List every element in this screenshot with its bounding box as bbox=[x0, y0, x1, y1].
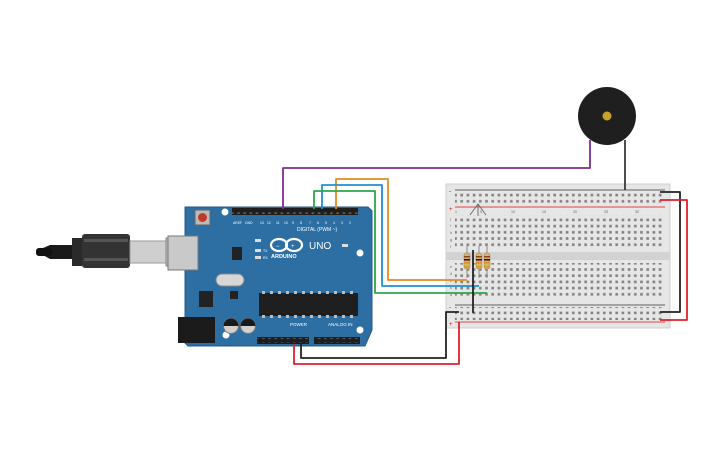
svg-text:h: h bbox=[450, 231, 452, 235]
svg-text:b: b bbox=[450, 286, 452, 290]
wire-green[interactable] bbox=[313, 190, 487, 294]
svg-text:13: 13 bbox=[260, 221, 264, 225]
rail-minus-label: - bbox=[449, 305, 451, 311]
svg-text:4: 4 bbox=[333, 221, 335, 225]
svg-text:25: 25 bbox=[604, 210, 608, 214]
svg-text:1: 1 bbox=[455, 210, 457, 214]
svg-text:30: 30 bbox=[635, 210, 639, 214]
wire-red-5v[interactable] bbox=[293, 322, 460, 365]
wire-black-rail[interactable] bbox=[660, 191, 681, 313]
svg-text:e: e bbox=[450, 265, 452, 269]
usb-chip bbox=[232, 247, 242, 260]
rail-minus-label: - bbox=[449, 189, 451, 195]
reset-button[interactable] bbox=[194, 209, 211, 226]
svg-text:11: 11 bbox=[276, 221, 280, 225]
atmega-chip bbox=[259, 293, 358, 316]
rail-plus-label: + bbox=[449, 207, 453, 213]
svg-text:GND: GND bbox=[245, 221, 253, 225]
wire-blue[interactable] bbox=[321, 184, 479, 287]
svg-text:9: 9 bbox=[292, 221, 294, 225]
rail-plus-label: + bbox=[449, 322, 453, 328]
svg-text:c: c bbox=[450, 279, 452, 283]
svg-text:10: 10 bbox=[284, 221, 288, 225]
power-label: POWER bbox=[290, 322, 308, 327]
resistor[interactable] bbox=[483, 246, 491, 278]
mount-hole bbox=[356, 326, 364, 334]
usb-jack bbox=[167, 235, 199, 271]
svg-text:6: 6 bbox=[317, 221, 319, 225]
mount-hole bbox=[356, 249, 364, 257]
led-rx bbox=[255, 256, 261, 259]
breadboard[interactable]: - + - + j i h g f e d c b a 1 5 10 15 20… bbox=[445, 183, 671, 329]
voltage-regulator bbox=[199, 291, 213, 307]
svg-text:15: 15 bbox=[542, 210, 546, 214]
analog-label: ANALOG IN bbox=[328, 322, 353, 327]
led-l bbox=[255, 239, 261, 242]
wire-orange[interactable] bbox=[335, 178, 467, 281]
svg-text:d: d bbox=[450, 272, 452, 276]
svg-text:20: 20 bbox=[573, 210, 577, 214]
small-chip bbox=[230, 291, 238, 299]
svg-text:+: + bbox=[291, 244, 295, 250]
power-jack bbox=[178, 317, 215, 343]
led-tx bbox=[255, 249, 261, 252]
svg-text:i: i bbox=[450, 224, 451, 228]
svg-text:a: a bbox=[450, 293, 452, 297]
arduino-logo: − + bbox=[269, 237, 304, 253]
digital-label: DIGITAL (PWM ~) bbox=[297, 227, 337, 233]
svg-text:12: 12 bbox=[267, 221, 271, 225]
svg-text:g: g bbox=[450, 238, 452, 242]
model-label: UNO bbox=[309, 241, 331, 252]
svg-text:f: f bbox=[450, 245, 451, 249]
svg-text:AREF: AREF bbox=[233, 221, 242, 225]
rx-label: RX bbox=[263, 256, 269, 260]
wire-red-rail[interactable] bbox=[660, 199, 688, 321]
wire-purple[interactable] bbox=[282, 140, 591, 209]
svg-text:5: 5 bbox=[480, 210, 482, 214]
led-on bbox=[342, 244, 348, 247]
svg-text:3: 3 bbox=[341, 221, 343, 225]
tx-label: TX bbox=[263, 249, 268, 253]
brand-label: ARDUINO bbox=[271, 254, 297, 260]
mount-hole bbox=[221, 208, 229, 216]
piezo-buzzer[interactable] bbox=[578, 87, 636, 190]
svg-text:10: 10 bbox=[511, 210, 515, 214]
svg-text:−: − bbox=[276, 244, 280, 250]
svg-text:j: j bbox=[449, 217, 451, 221]
crystal bbox=[215, 273, 245, 287]
resistor[interactable] bbox=[463, 246, 471, 278]
wire-black-gnd[interactable] bbox=[300, 311, 459, 359]
tactile-button[interactable] bbox=[469, 203, 487, 216]
svg-text:2: 2 bbox=[349, 221, 351, 225]
resistor[interactable] bbox=[475, 246, 483, 278]
svg-text:7: 7 bbox=[309, 221, 311, 225]
svg-text:5: 5 bbox=[325, 221, 327, 225]
svg-text:8: 8 bbox=[300, 221, 302, 225]
